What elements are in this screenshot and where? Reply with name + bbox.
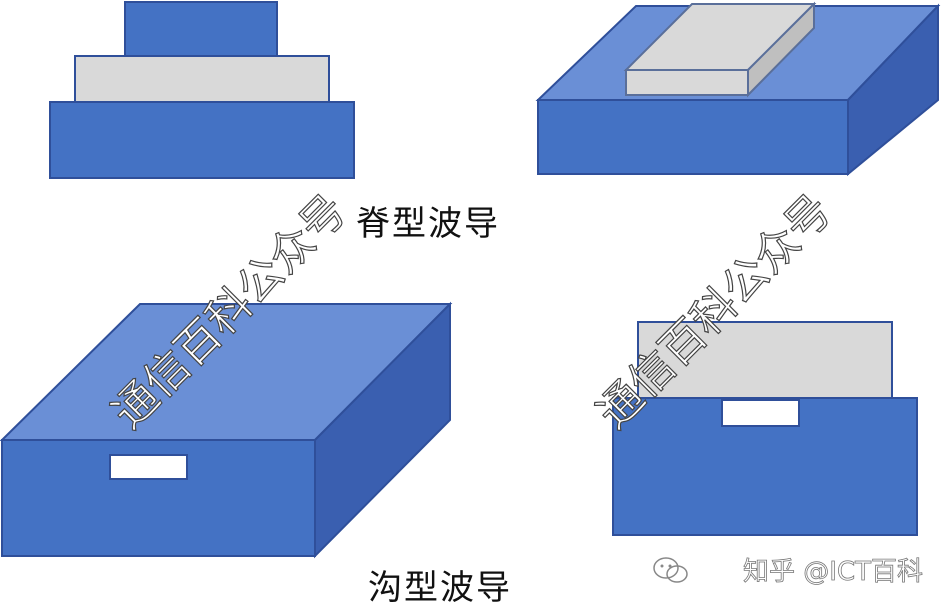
- ridge-slab-front: [625, 69, 749, 96]
- ridge-waveguide-3d-view: [535, 1, 941, 177]
- box-front-face: [537, 99, 849, 175]
- groove-waveguide-front-view: [612, 321, 918, 536]
- groove-waveguide-caption: 沟型波导: [368, 568, 512, 608]
- ridge-waveguide-caption: 脊型波导: [356, 204, 500, 244]
- groove-waveguide-3d-view: [0, 301, 453, 559]
- groove-front-slot: [721, 399, 800, 427]
- brand-watermark: 知乎 @ICT百科: [743, 557, 924, 588]
- groove-slot: [109, 454, 188, 480]
- wechat-icon: [653, 557, 688, 583]
- ridge-gray-layer: [74, 55, 330, 103]
- ridge-base-block: [49, 101, 355, 179]
- ridge-top-block: [124, 1, 278, 57]
- ridge-waveguide-front-view: [49, 1, 355, 179]
